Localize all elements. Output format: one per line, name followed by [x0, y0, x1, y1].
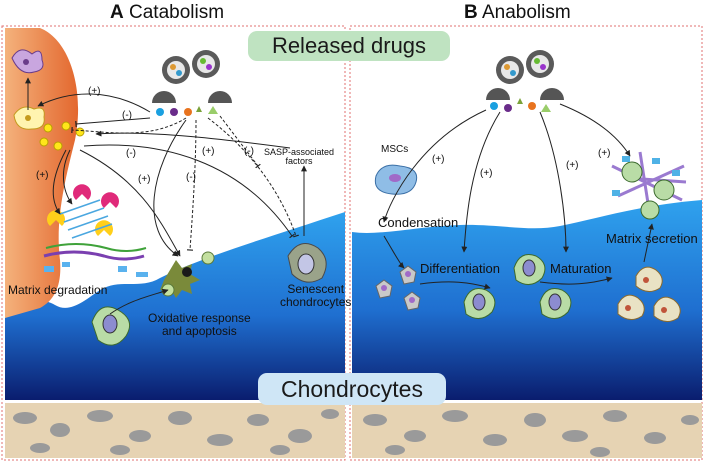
sign-plus: (+): [432, 154, 445, 165]
sasp-label-line2: factors: [285, 156, 313, 167]
differentiation-label: Differentiation: [420, 261, 500, 276]
cytokine-dots: [39, 121, 85, 151]
matrix-secretion-label: Matrix secretion: [606, 231, 698, 246]
panel-b-title: Anabolism: [481, 2, 571, 23]
panel-a-letter: A: [110, 2, 124, 23]
sign-minus: (-): [244, 146, 254, 157]
panel-a-title: Catabolism: [129, 2, 225, 23]
cartilage-layer-b: [352, 200, 702, 400]
sign-plus: (+): [202, 146, 215, 157]
arrows-panel-b: [382, 103, 654, 290]
oxidative-apoptosis-label: Oxidative response and apoptosis: [148, 312, 251, 337]
msc-cell: [374, 164, 418, 195]
senescent-chondrocyte: [287, 243, 327, 283]
sign-minus: (-): [126, 148, 136, 159]
matrix-fragments: [44, 262, 148, 277]
cartilage-layer-a: [5, 212, 345, 400]
mscs-label: MSCs: [381, 144, 409, 155]
released-drugs-banner: Released drugs: [248, 31, 450, 61]
oxidative-label-line2: and apoptosis: [162, 323, 237, 338]
senescent-label-line2: chondrocytes: [280, 294, 352, 309]
senescent-label-line1: Senescent: [287, 282, 345, 296]
sign-plus: (+): [480, 168, 493, 179]
differentiated-chondrocytes: [463, 254, 572, 319]
sign-plus: (+): [88, 86, 101, 97]
bone-spots: [13, 409, 699, 457]
panel-b-header: B Anabolism: [464, 2, 571, 24]
chondrocytes-banner: Chondrocytes: [258, 373, 446, 405]
sasp-factors-label: SASP-associated factors: [264, 147, 335, 167]
senescent-chondrocytes-label: Senescent chondrocytes: [280, 283, 351, 308]
sign-plus: (+): [36, 170, 49, 181]
matrix-degradation-label: Matrix degradation: [8, 283, 108, 297]
arrows-panel-a: [25, 77, 307, 315]
apoptotic-chondrocyte: [160, 251, 215, 298]
nanoparticle-cluster-b: [486, 50, 564, 112]
panel-a-header: A Catabolism: [110, 2, 224, 24]
sign-minus: (-): [186, 172, 196, 183]
synovium: [5, 28, 79, 318]
secreted-matrix: [611, 151, 687, 220]
sasp-label-line1: SASP-associated: [264, 147, 335, 157]
sign-minus: (-): [122, 110, 132, 121]
panel-b-letter: B: [464, 2, 478, 23]
sign-plus: (+): [598, 148, 611, 159]
nanoparticle-cluster-a: [152, 50, 232, 116]
subchondral-bone-b: [352, 403, 702, 458]
condensed-cells: [375, 265, 421, 311]
oxidative-label-line1: Oxidative response: [148, 311, 251, 325]
condensation-label: Condensation: [378, 215, 459, 230]
chondrocyte-a: [91, 306, 131, 346]
mature-chondrocytes: [617, 266, 681, 322]
sign-plus: (+): [566, 160, 579, 171]
inflammatory-cells: [11, 49, 45, 130]
degraded-matrix: [43, 199, 147, 261]
maturation-label: Maturation: [550, 261, 612, 276]
sign-plus: (+): [138, 174, 151, 185]
